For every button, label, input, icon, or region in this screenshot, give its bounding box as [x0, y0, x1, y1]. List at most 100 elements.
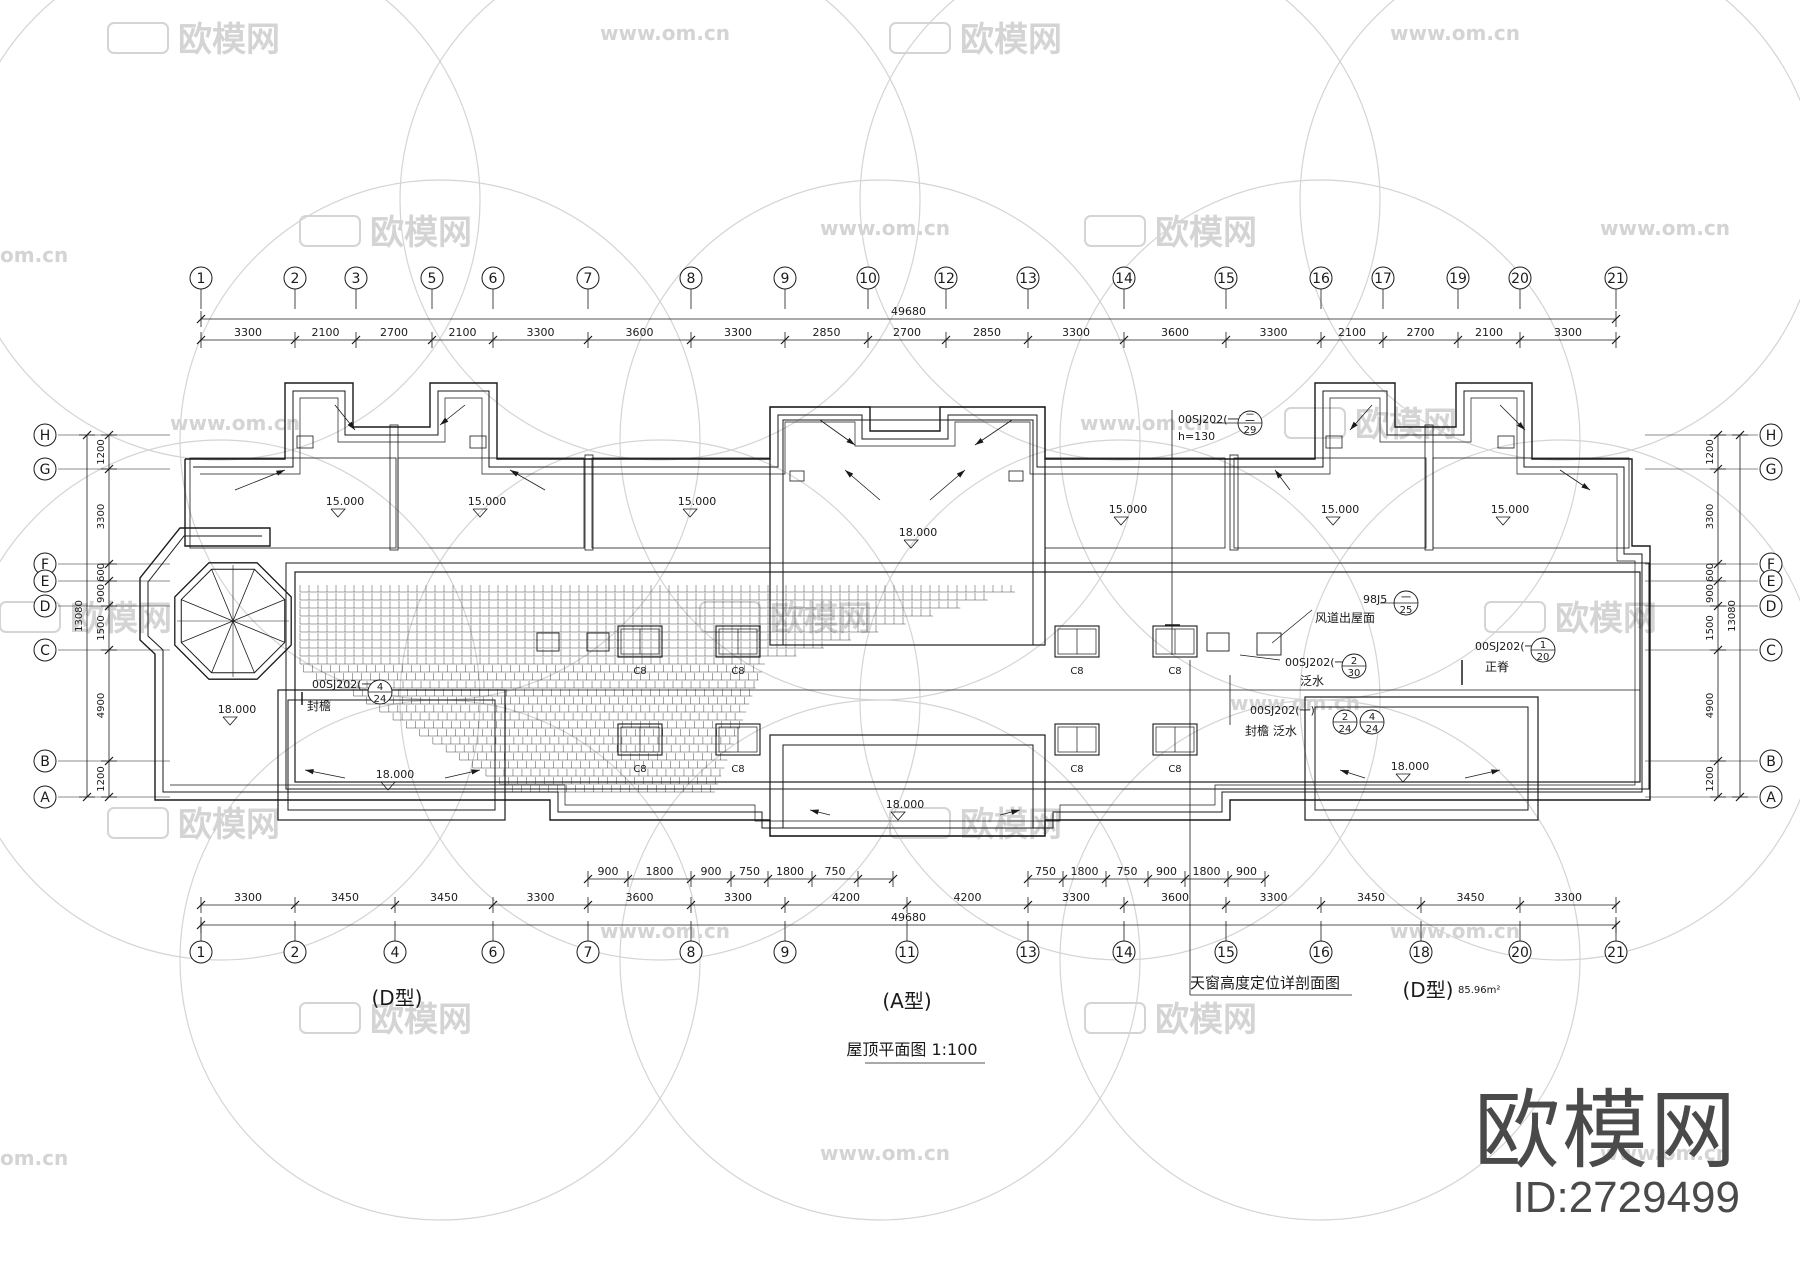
dim-detail-left-label: 750: [825, 865, 846, 878]
level-triangle: [222, 716, 238, 726]
level-triangle: [330, 508, 346, 518]
watermark-circle: [619, 179, 1141, 701]
courtyard-center-inner: [782, 744, 1034, 829]
dim-side-right-slash: [1713, 430, 1723, 440]
dim-segments-bottom-slash: [196, 900, 206, 910]
callout-circle-e1-bottom: 24: [1339, 724, 1352, 735]
dim-segments-bottom-label: 3450: [1457, 891, 1485, 904]
level-label: 15.000: [1491, 503, 1530, 516]
dim-side-right-slash: [1713, 792, 1723, 802]
drawing-title: 屋顶平面图 1:100: [846, 1040, 977, 1059]
dim-detail-right-label: 750: [1035, 865, 1056, 878]
dim-segments-top-label: 2100: [1475, 326, 1503, 339]
dim-segments-top-slash: [290, 335, 300, 345]
dim-side-right-overall-slash: [1735, 430, 1745, 440]
dim-segments-top-label: 3300: [527, 326, 555, 339]
dim-segments-bottom-slash: [1416, 900, 1426, 910]
dim-overall-top-slash: [1611, 314, 1621, 324]
axis-number-top: 6: [489, 271, 498, 287]
slope-arrowhead: [440, 417, 449, 425]
parapet-wall: [1229, 454, 1239, 551]
watermark-logo-icon: [107, 22, 169, 54]
dim-segments-bottom-slash: [1023, 900, 1033, 910]
callout-circle-e2-top: 4: [1369, 712, 1375, 723]
dim-segments-bottom-label: 4200: [954, 891, 982, 904]
callout-ref-c: 00SJ202(一): [1285, 656, 1350, 669]
axis-bubble-side: [33, 594, 57, 618]
level-triangle: [903, 539, 919, 549]
dim-segments-top-slash: [1611, 335, 1621, 345]
dim-side-left-label: 900: [96, 584, 107, 603]
axis-number-top: 17: [1374, 271, 1392, 287]
watermark-brand: 欧模网: [70, 599, 172, 639]
callout-circle-c-bottom: 30: [1348, 668, 1361, 679]
roof-vent-box: [1206, 632, 1230, 652]
dim-segments-bottom-label: 3300: [724, 891, 752, 904]
roof-outline-outer: [139, 382, 1651, 837]
dim-segments-top-slash: [583, 335, 593, 345]
dim-side-right-overall-slash: [1735, 792, 1745, 802]
axis-number-top: 5: [428, 271, 437, 287]
dim-side-left-label: 1200: [96, 439, 107, 464]
watermark-logo-icon: [299, 215, 361, 247]
dim-side-left-label: 600: [96, 563, 107, 582]
dim-segments-bottom-label: 3300: [1260, 891, 1288, 904]
dim-segments-top-label: 2700: [380, 326, 408, 339]
dim-detail-left-slash: [807, 874, 817, 884]
dim-detail-right-label: 750: [1117, 865, 1138, 878]
axis-bubble-side: [1759, 785, 1783, 809]
roof-drain: [1497, 435, 1515, 449]
window-code-label: C8: [1168, 764, 1181, 775]
axis-number-bottom: 9: [781, 945, 790, 961]
watermark-url: www.om.cn: [600, 21, 730, 45]
callout-circle-b-top: 一: [1401, 593, 1411, 604]
dim-detail-right-label: 1800: [1193, 865, 1221, 878]
watermark-logo-icon: [1084, 215, 1146, 247]
axis-number-bottom: 21: [1607, 945, 1625, 961]
dim-segments-top-slash: [941, 335, 951, 345]
window-code-label: C8: [633, 666, 646, 677]
axis-number-top: 19: [1449, 271, 1467, 287]
axis-number-top: 16: [1312, 271, 1330, 287]
dim-side-left-label: 1200: [96, 766, 107, 791]
dim-segments-top-slash: [1378, 335, 1388, 345]
watermark-brand: 欧模网: [960, 805, 1062, 845]
dim-detail-left-slash: [623, 874, 633, 884]
dim-segments-top-label: 3600: [1161, 326, 1189, 339]
axis-bubble-side: [33, 457, 57, 481]
level-triangle: [1113, 516, 1129, 526]
axis-number-bottom: 2: [291, 945, 300, 961]
slope-arrowhead: [510, 470, 519, 477]
dim-side-left-overall-label: 13080: [74, 600, 85, 632]
dim-side-right-slash: [1713, 464, 1723, 474]
dim-detail-left-label: 900: [598, 865, 619, 878]
slope-arrowhead: [305, 769, 314, 775]
dim-side-right-slash: [1713, 559, 1723, 569]
dim-detail-right-slash: [1223, 874, 1233, 884]
dim-detail-left-slash: [686, 874, 696, 884]
callout-circle-a-top: 二: [1245, 413, 1255, 424]
callout-ref-b: 98J5: [1363, 593, 1387, 606]
level-triangle: [682, 508, 698, 518]
axis-number-top: 20: [1511, 271, 1529, 287]
axis-bubble-side: [33, 749, 57, 773]
axis-number-bottom: 1: [197, 945, 206, 961]
section-label: 天窗高度定位详剖面图: [1190, 974, 1340, 992]
dim-segments-top-slash: [351, 335, 361, 345]
axis-number-bottom: 7: [584, 945, 593, 961]
parapet-wall: [1424, 424, 1434, 551]
dim-segments-top-slash: [427, 335, 437, 345]
dim-detail-right-slash: [1260, 874, 1270, 884]
watermark-brand: 欧模网: [1355, 405, 1457, 445]
callout-ref-a: 00SJ202(一): [1178, 413, 1243, 426]
slope-arrow: [234, 469, 286, 491]
axis-bubble-side: [33, 423, 57, 447]
dim-side-left-label: 1500: [96, 615, 107, 640]
dim-segments-top-label: 2100: [1338, 326, 1366, 339]
watermark-circle: [859, 0, 1381, 461]
callout-circle-b-bottom: 25: [1400, 605, 1413, 616]
watermark-logo-icon: [1084, 1002, 1146, 1034]
slope-arrowhead: [1275, 470, 1283, 479]
octagon-rib: [211, 569, 234, 622]
